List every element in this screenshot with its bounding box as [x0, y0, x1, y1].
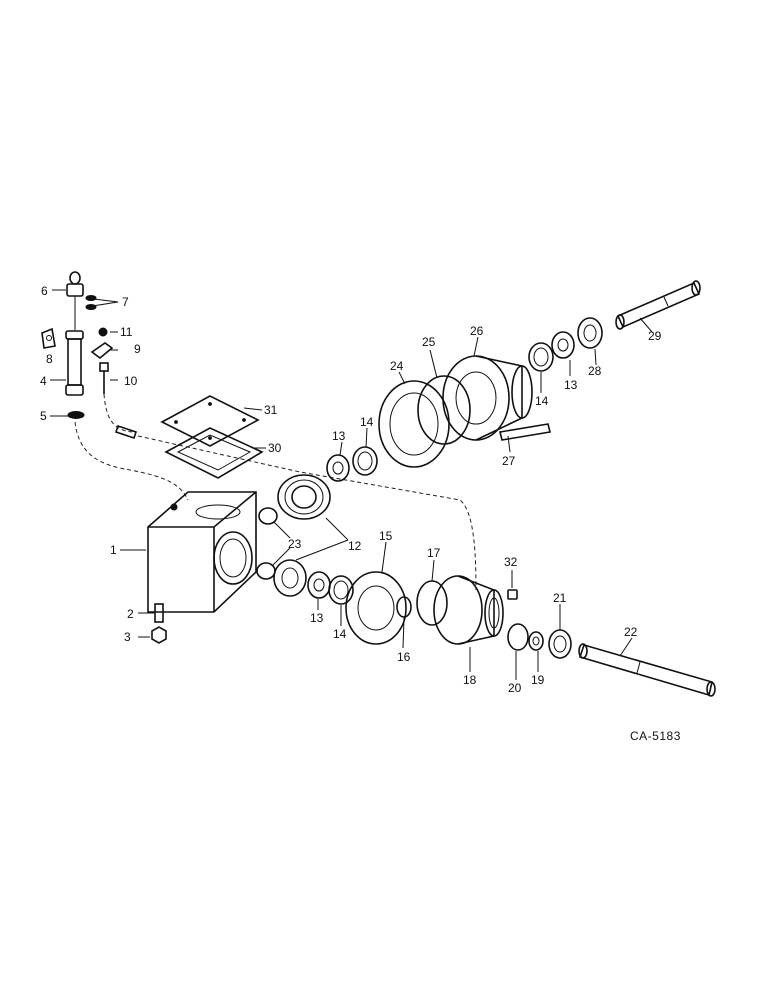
callout-4: 4	[40, 374, 47, 388]
callout-24: 24	[390, 359, 404, 373]
flange-gasket	[345, 571, 407, 645]
housing-plate	[499, 423, 551, 441]
tube-clip	[41, 327, 56, 349]
hex-nut	[151, 626, 167, 644]
callout-23: 23	[288, 537, 302, 551]
gear-housing	[147, 491, 257, 613]
callout-31: 31	[264, 403, 278, 417]
callout-15: 15	[379, 529, 393, 543]
callout-13-lower: 13	[310, 611, 324, 625]
cover-plate	[160, 395, 260, 447]
guide-line-breather	[103, 393, 133, 433]
small-nut	[98, 327, 108, 337]
output-housing	[442, 355, 533, 441]
callout-19: 19	[531, 673, 545, 687]
callout-21: 21	[553, 591, 567, 605]
bearing-housing	[433, 575, 504, 645]
oil-seal-28	[577, 317, 603, 349]
callout-1: 1	[110, 543, 117, 557]
o-ring-25	[417, 375, 471, 445]
bevel-gear	[277, 474, 331, 520]
o-ring-17	[416, 580, 448, 626]
callout-13-upper: 13	[332, 429, 346, 443]
callout-14-output: 14	[535, 394, 549, 408]
callout-28: 28	[588, 364, 602, 378]
bearing-cup-20	[507, 623, 529, 651]
oil-seal	[396, 596, 412, 618]
callout-17: 17	[427, 546, 441, 560]
figure-code: CA-5183	[630, 729, 681, 743]
callout-6: 6	[41, 284, 48, 298]
callout-16: 16	[397, 650, 411, 664]
callout-13-output: 13	[564, 378, 578, 392]
leader-lines	[50, 289, 653, 680]
output-shaft	[615, 280, 701, 330]
bearing-cone-lower	[307, 571, 331, 599]
callout-9: 9	[134, 342, 141, 356]
bearing-cone-upper	[326, 454, 350, 482]
callout-25: 25	[422, 335, 436, 349]
o-ring-pair	[85, 295, 97, 310]
callout-5: 5	[40, 409, 47, 423]
callout-7: 7	[122, 295, 129, 309]
bearing-cup-upper	[258, 507, 278, 525]
guide-line-main-shaft	[137, 435, 477, 591]
callout-2: 2	[127, 607, 134, 621]
callout-27: 27	[502, 454, 516, 468]
callout-8: 8	[46, 352, 53, 366]
callout-3: 3	[124, 630, 131, 644]
dipstick-cap	[66, 271, 84, 330]
callout-29: 29	[648, 329, 662, 343]
callouts: 1 2 3 4 5 6 7 8 9 10 11 12 13 13 13 14 1…	[40, 284, 662, 695]
breather-bracket	[90, 342, 114, 360]
callout-10: 10	[124, 374, 138, 388]
sealing-washer	[67, 411, 85, 419]
callout-11: 11	[120, 325, 133, 339]
stud	[154, 603, 164, 623]
bearing-cup-lower	[256, 562, 276, 580]
callout-18: 18	[463, 673, 477, 687]
cover-gasket	[164, 427, 264, 479]
callout-32: 32	[504, 555, 518, 569]
breather-fitting	[99, 362, 109, 394]
callout-22: 22	[624, 625, 638, 639]
bearing-cone-output	[551, 331, 575, 359]
callout-26: 26	[470, 324, 484, 338]
bearing-cup-14-lower	[328, 575, 354, 605]
guide-line-dipstick	[74, 421, 189, 501]
bevel-pinion	[273, 559, 307, 597]
tube-fitting	[114, 424, 138, 440]
oil-seal-21	[548, 629, 572, 659]
callout-14-lower: 14	[333, 627, 347, 641]
input-shaft	[578, 643, 716, 697]
callout-20: 20	[508, 681, 522, 695]
callout-14-upper: 14	[360, 415, 374, 429]
dipstick-tube	[65, 330, 84, 396]
grease-fitting	[507, 589, 518, 600]
housing-gasket	[378, 380, 450, 468]
callout-12: 12	[348, 539, 362, 553]
bearing-cone-19	[528, 631, 544, 651]
bearing-cup-14-output	[528, 342, 554, 372]
callout-30: 30	[268, 441, 282, 455]
bearing-cup-14-upper	[352, 446, 378, 476]
